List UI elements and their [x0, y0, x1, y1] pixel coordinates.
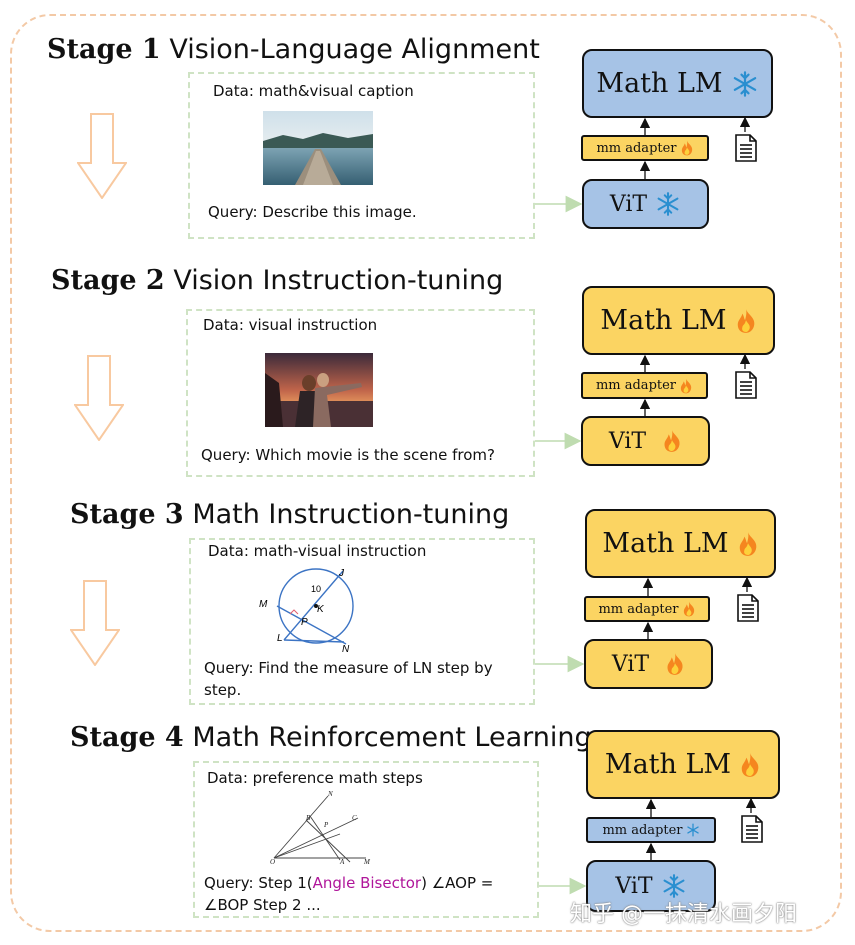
stage-1-adapter-box: mm adapter [581, 135, 709, 161]
stage-3-query-text: Query: Find the measure of LN step by st… [204, 659, 493, 699]
stage-3-name: Math Instruction-tuning [192, 499, 510, 530]
stage-1-data-box [188, 72, 535, 239]
label-m: M [259, 599, 268, 610]
stage-2-math-lm-label: Math LM [600, 305, 727, 336]
stage-4-vit-box: ViT [586, 860, 716, 912]
stage-2-math-lm-box: Math LM [582, 286, 775, 355]
stage-1-name: Vision-Language Alignment [169, 34, 540, 65]
document-icon [735, 371, 757, 403]
stage-3-adapter-box: mm adapter [584, 596, 710, 622]
label-p: P [301, 617, 308, 628]
fire-icon [680, 140, 694, 156]
stage-2-name: Vision Instruction-tuning [173, 265, 504, 296]
stage-4-math-lm-label: Math LM [604, 749, 732, 780]
snowflake-icon [686, 823, 700, 837]
label-l: L [277, 633, 283, 644]
watermark: 知乎 @一抹清水画夕阳 [570, 902, 797, 927]
label-k: K [317, 604, 325, 615]
stage-1-number: Stage 1 [47, 34, 161, 65]
stage-4-query-suffix: ) ∠AOP = ∠BOP Step 2 ... [204, 874, 494, 914]
stage-3-title: Stage 3 Math Instruction-tuning [70, 499, 509, 530]
lake-pier-photo [263, 111, 373, 185]
stage-4-query: Query: Step 1(Angle Bisector) ∠AOP = ∠BO… [204, 872, 534, 916]
stage-4-data-label: Data: preference math steps [207, 769, 423, 787]
stage-3-vit-label: ViT [611, 651, 650, 677]
stage-1-title: Stage 1 Vision-Language Alignment [47, 34, 540, 65]
stage-2-data-label: Data: visual instruction [203, 316, 378, 334]
stage-3-adapter-label: mm adapter [598, 601, 679, 617]
stage-4-data-box [193, 761, 539, 918]
stage-2-data-box [186, 309, 535, 477]
stage-1-vit-box: ViT [582, 179, 709, 229]
stage-1-math-lm-box: Math LM [582, 49, 773, 118]
snowflake-icon [731, 70, 759, 98]
stage-3-math-lm-box: Math LM [585, 509, 776, 578]
label-b: B [306, 814, 311, 822]
fire-icon [735, 308, 757, 334]
fire-icon [737, 531, 759, 557]
angle-bisector-figure: N B P C O A M [266, 790, 374, 866]
document-icon [735, 134, 757, 166]
stage-3-down-arrow [69, 580, 121, 670]
stage-2-adapter-label: mm adapter [595, 378, 677, 393]
stage-3-number: Stage 3 [70, 499, 184, 530]
outer-dashed-frame [10, 14, 842, 932]
stage-1-query: Query: Describe this image. [208, 201, 528, 223]
stage-1-down-arrow [76, 113, 128, 203]
stage-1-vit-label: ViT [609, 191, 648, 217]
stage-4-adapter-label: mm adapter [602, 822, 683, 838]
document-icon [741, 815, 763, 847]
stage-3-math-lm-label: Math LM [602, 528, 729, 559]
fire-icon [665, 652, 685, 676]
stage-4-number: Stage 4 [70, 722, 184, 753]
stage-4-vit-label: ViT [615, 873, 653, 899]
stage-2-adapter-box: mm adapter [581, 372, 708, 399]
movie-scene-photo [265, 353, 373, 427]
stage-2-vit-label: ViT [608, 428, 647, 454]
stage-2-query: Query: Which movie is the scene from? [201, 444, 531, 466]
label-c: C [352, 814, 357, 822]
label-10: 10 [311, 584, 321, 594]
stage-2-title: Stage 2 Vision Instruction-tuning [51, 265, 503, 296]
stage-1-adapter-label: mm adapter [596, 140, 677, 156]
label-n: N [342, 644, 350, 652]
label-j: J [338, 568, 345, 579]
label-p: P [323, 821, 329, 829]
stage-3-data-label: Data: math-visual instruction [208, 542, 427, 560]
stage-1-math-lm-label: Math LM [596, 68, 723, 99]
stage-4-math-lm-box: Math LM [586, 730, 780, 799]
label-m: M [363, 858, 371, 866]
stage-2-vit-box: ViT [581, 416, 710, 466]
document-icon [737, 594, 759, 626]
stage-4-title: Stage 4 Math Reinforcement Learning [70, 722, 592, 753]
stage-1-data-label: Data: math&visual caption [213, 82, 414, 100]
stage-2-down-arrow [73, 355, 125, 445]
stage-4-name: Math Reinforcement Learning [192, 722, 592, 753]
stage-3-query: Query: Find the measure of LN step by st… [204, 657, 494, 701]
stage-2-query-text: Query: Which movie is the scene from? [201, 446, 495, 464]
label-a: A [339, 858, 345, 866]
stage-2-number: Stage 2 [51, 265, 165, 296]
circle-geometry-figure: J 10 K M P L N [254, 562, 364, 652]
stage-1-query-text: Query: Describe this image. [208, 203, 417, 221]
stage-3-vit-box: ViT [584, 639, 713, 689]
stage-4-query-highlight: Angle Bisector [312, 874, 422, 892]
snowflake-icon [661, 873, 687, 899]
snowflake-icon [655, 191, 681, 217]
label-n: N [327, 790, 333, 798]
fire-icon [682, 601, 696, 617]
stage-4-query-prefix: Query: Step 1( [204, 874, 313, 892]
stage-4-adapter-box: mm adapter [586, 817, 716, 843]
label-o: O [270, 858, 275, 866]
fire-icon [662, 429, 682, 453]
fire-icon [679, 378, 693, 394]
stage-3-data-box [189, 538, 535, 705]
fire-icon [739, 752, 761, 778]
